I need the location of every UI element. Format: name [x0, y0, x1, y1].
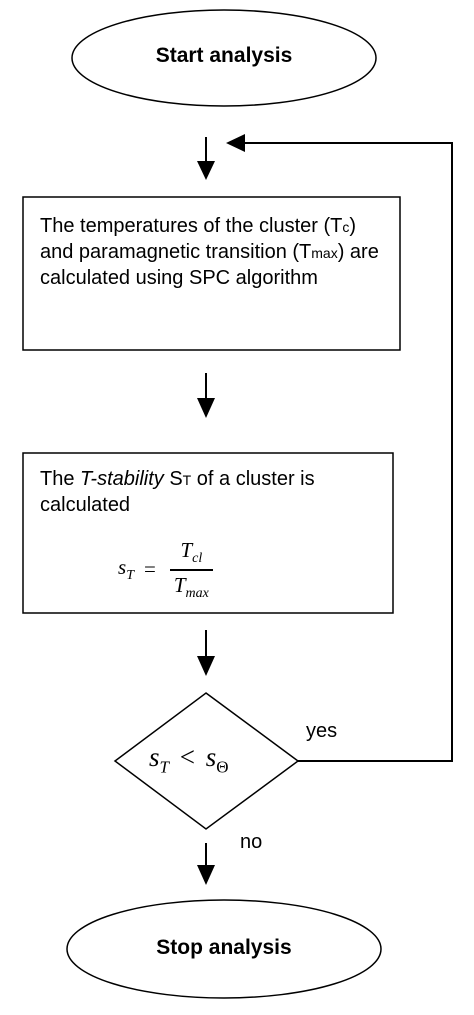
formula-fraction: Tcl Tmax	[169, 538, 213, 602]
arrowhead-step2	[197, 398, 215, 418]
step1-text: The temperatures of the cluster (Tc) and…	[40, 214, 392, 291]
formula-equals: =	[143, 557, 156, 582]
step2-text: The T-stability ST of a cluster is calcu…	[40, 467, 385, 518]
step1-text-b: ) and paramagnetic transition (T	[40, 215, 357, 263]
step2-box	[22, 452, 394, 614]
step1-sub-max: max	[311, 245, 338, 261]
no-label: no	[240, 831, 263, 853]
step2-text-b: S	[163, 468, 183, 490]
step1-text-c: ) are calculated using SPC algorithm	[40, 241, 379, 289]
formula-lhs-base: s	[118, 555, 127, 580]
step2-text-italic: T-stability	[80, 468, 164, 490]
step2-text-a: The	[40, 468, 81, 490]
step1-box	[22, 196, 401, 351]
formula-lhs-sub: T	[126, 568, 134, 584]
cond-rhs-base: s	[205, 742, 217, 772]
cond-lhs-sub: T	[159, 757, 169, 777]
arrowhead-stop	[197, 865, 215, 885]
decision-diamond	[113, 692, 300, 830]
start-label: Start analysis	[155, 44, 293, 67]
cond-lhs-base: s	[149, 742, 160, 772]
step1-text-a: The temperatures of the cluster (T	[40, 215, 343, 237]
start-oval	[71, 9, 377, 107]
stability-formula: sT = Tcl Tmax	[118, 538, 213, 602]
formula-num-base: T	[180, 538, 193, 562]
step1-sub-c: c	[342, 219, 350, 235]
formula-fraction-bar	[169, 569, 213, 571]
cond-rhs-sub: Θ	[216, 757, 229, 777]
cond-operator: <	[179, 742, 195, 772]
stop-oval	[66, 899, 382, 999]
arrowhead-step1	[197, 161, 215, 180]
formula-den-base: T	[173, 572, 186, 597]
stop-label: Stop analysis	[156, 936, 292, 959]
yes-loop-arrowhead	[226, 134, 245, 152]
yes-label: yes	[306, 720, 338, 742]
step2-sub-t: T	[182, 472, 192, 488]
formula-num-sub: cl	[192, 551, 203, 567]
formula-lhs: sT	[118, 555, 134, 584]
decision-condition: sT < sΘ	[149, 742, 229, 777]
formula-den-sub: max	[185, 585, 209, 601]
yes-loop-line	[240, 142, 453, 762]
formula-numerator: Tcl	[176, 538, 206, 567]
arrowhead-decision	[197, 656, 215, 676]
step2-text-c: of a cluster is calculated	[40, 468, 315, 516]
formula-denominator: Tmax	[170, 573, 213, 602]
